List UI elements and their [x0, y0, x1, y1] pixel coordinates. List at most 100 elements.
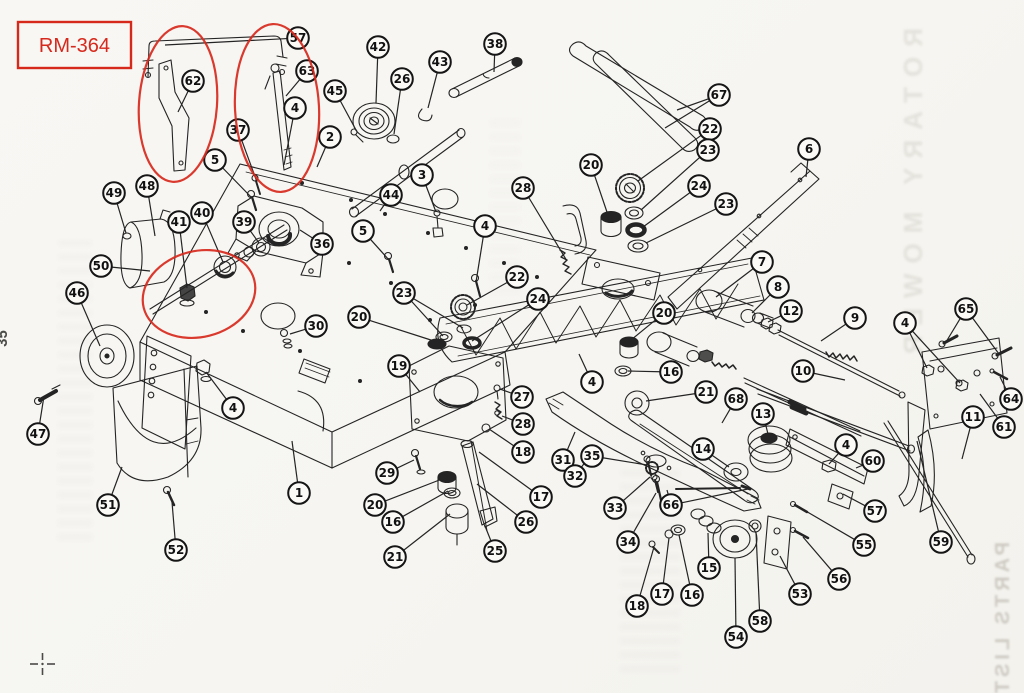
callout-42: 42	[366, 35, 390, 104]
svg-text:55: 55	[856, 538, 873, 552]
svg-text:42: 42	[370, 40, 387, 54]
callout-17: 17	[478, 451, 553, 509]
svg-text:20: 20	[351, 310, 368, 324]
svg-text:59: 59	[933, 535, 950, 549]
svg-text:3: 3	[418, 168, 426, 182]
svg-text:67: 67	[711, 88, 728, 102]
callout-24: 24	[471, 287, 550, 342]
svg-text:36: 36	[314, 237, 331, 251]
callout-59: 59	[916, 440, 953, 554]
callout-15: 15	[697, 532, 721, 580]
svg-text:23: 23	[718, 197, 735, 211]
callout-62: 62	[177, 69, 205, 113]
callout-49: 49	[102, 181, 127, 234]
highlight-ellipse	[233, 22, 321, 194]
callout-16: 16	[678, 534, 704, 607]
svg-text:26: 26	[518, 515, 535, 529]
callout-19: 19	[387, 354, 421, 393]
callout-11: 11	[961, 405, 985, 460]
svg-text:53: 53	[792, 587, 809, 601]
callout-30: 30	[289, 314, 328, 338]
callout-18: 18	[625, 546, 655, 618]
svg-text:1: 1	[295, 486, 303, 500]
callout-13: 13	[751, 402, 775, 435]
callout-23: 23	[645, 192, 738, 244]
callout-50: 50	[89, 254, 151, 278]
callout-61: 61	[979, 393, 1016, 439]
callout-8: 8	[751, 275, 790, 314]
callout-35: 35	[580, 444, 648, 468]
callout-48: 48	[135, 174, 159, 237]
svg-text:21: 21	[698, 385, 715, 399]
registration-crosshair-icon	[30, 653, 55, 675]
svg-text:33: 33	[607, 501, 624, 515]
callout-3: 3	[410, 163, 437, 213]
svg-text:13: 13	[755, 407, 772, 421]
svg-text:56: 56	[831, 572, 848, 586]
callout-20: 20	[579, 153, 610, 219]
callout-16: 16	[627, 360, 683, 384]
svg-text:39: 39	[236, 215, 253, 229]
svg-text:22: 22	[509, 270, 526, 284]
svg-text:64: 64	[1003, 392, 1020, 406]
callout-51: 51	[96, 466, 123, 517]
svg-text:48: 48	[139, 179, 156, 193]
svg-text:12: 12	[783, 304, 800, 318]
svg-text:50: 50	[93, 259, 110, 273]
callout-18: 18	[488, 428, 535, 464]
svg-text:43: 43	[432, 55, 449, 69]
callout-23: 23	[640, 138, 720, 211]
callout-4: 4	[578, 353, 604, 394]
svg-text:60: 60	[865, 454, 882, 468]
callout-9: 9	[820, 306, 867, 342]
callout-23: 23	[392, 281, 464, 337]
svg-text:7: 7	[758, 255, 766, 269]
callout-26: 26	[390, 67, 414, 135]
highlight-ellipse	[141, 248, 257, 340]
svg-text:52: 52	[168, 543, 185, 557]
svg-text:16: 16	[385, 515, 402, 529]
callout-57: 57	[842, 493, 887, 523]
callout-56: 56	[802, 536, 851, 591]
svg-text:46: 46	[69, 286, 86, 300]
callout-29: 29	[375, 459, 415, 485]
callout-17: 17	[650, 537, 674, 606]
callout-60: 60	[855, 449, 885, 473]
svg-text:66: 66	[663, 498, 680, 512]
svg-text:29: 29	[379, 466, 396, 480]
callout-22: 22	[637, 117, 722, 182]
callout-47: 47	[26, 395, 50, 446]
svg-text:35: 35	[584, 449, 601, 463]
svg-text:30: 30	[308, 319, 325, 333]
svg-text:2: 2	[326, 130, 334, 144]
callout-5: 5	[351, 219, 390, 261]
svg-text:45: 45	[327, 84, 344, 98]
svg-text:18: 18	[629, 599, 646, 613]
svg-text:4: 4	[901, 316, 909, 330]
svg-text:28: 28	[515, 417, 532, 431]
callout-44: 44	[379, 183, 403, 212]
svg-text:4: 4	[842, 438, 850, 452]
svg-text:5: 5	[211, 153, 219, 167]
callout-1: 1	[287, 440, 311, 505]
svg-text:4: 4	[588, 375, 596, 389]
callout-64: 64	[999, 376, 1023, 411]
svg-text:65: 65	[958, 302, 975, 316]
callout-31: 31	[551, 431, 576, 472]
callout-4: 4	[893, 311, 961, 384]
callout-22: 22	[466, 265, 529, 306]
callout-66: 66	[659, 488, 749, 517]
svg-text:24: 24	[691, 179, 708, 193]
svg-text:34: 34	[620, 535, 637, 549]
svg-text:20: 20	[367, 498, 384, 512]
callout-40: 40	[190, 201, 224, 263]
svg-text:18: 18	[515, 445, 532, 459]
svg-text:4: 4	[291, 101, 299, 115]
callout-4: 4	[473, 214, 497, 283]
svg-text:23: 23	[700, 143, 717, 157]
svg-text:23: 23	[396, 286, 413, 300]
callout-65: 65	[945, 297, 1000, 355]
svg-text:10: 10	[795, 364, 812, 378]
